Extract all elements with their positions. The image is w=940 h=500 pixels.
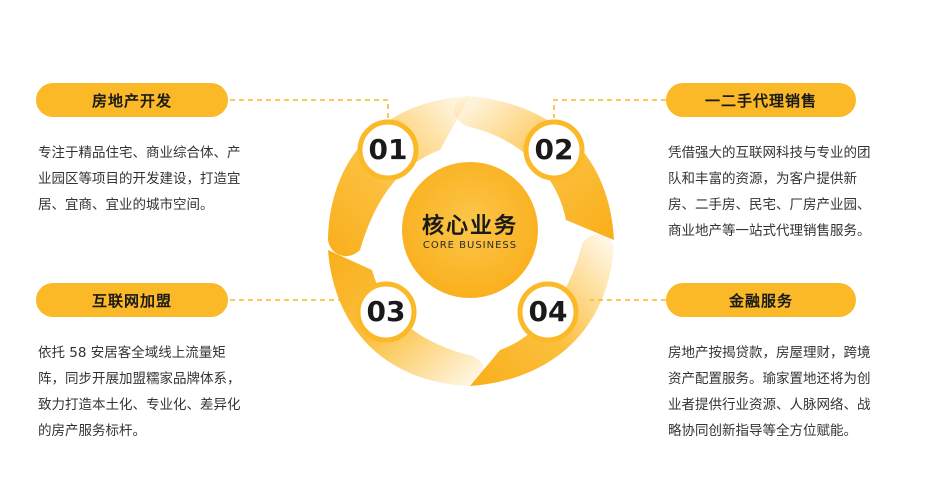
desc-line: 业园区等项目的开发建设，打造宜 [38,171,241,187]
desc-line: 房地产按揭贷款，房屋理财，跨境 [668,345,871,361]
center-subtitle: CORE BUSINESS [422,240,518,251]
desc-agency-sales: 凭借强大的互联网科技与专业的团 队和丰富的资源，为客户提供新 房、二手房、民宅、… [668,140,871,244]
desc-line: 凭借强大的互联网科技与专业的团 [668,145,871,161]
title-internet-franchise: 互联网加盟 [36,283,228,317]
title-financial-services: 金融服务 [666,283,856,317]
desc-line: 的房产服务标杆。 [38,423,146,439]
number-circle-03 [355,281,417,343]
desc-line: 阵，同步开展加盟糯家品牌体系， [38,371,241,387]
desc-line: 略协同创新指导等全方位赋能。 [668,423,857,439]
petal-03 [328,250,484,386]
connector-02 [553,99,666,118]
number-03: 03 [366,295,406,328]
title-agency-sales: 一二手代理销售 [666,83,856,117]
desc-line: 致力打造本土化、专业化、差异化 [38,397,241,413]
center-circle [402,162,538,298]
desc-line: 居、宜商、宜业的城市空间。 [38,197,214,213]
desc-line: 依托 58 安居客全域线上流量矩 [38,345,226,361]
center-title: 核心业务 [421,214,518,239]
desc-financial-services: 房地产按揭贷款，房屋理财，跨境 资产配置服务。瑜家置地还将为创 业者提供行业资源… [668,340,871,444]
petal-02 [454,96,614,240]
number-circle-04 [517,281,579,343]
number-circle-02 [523,119,585,181]
desc-real-estate-development: 专注于精品住宅、商业综合体、产 业园区等项目的开发建设，打造宜 居、宜商、宜业的… [38,140,241,218]
petal-04 [470,234,614,386]
desc-line: 房、二手房、民宅、厂房产业园、 [668,197,871,213]
desc-line: 商业地产等一站式代理销售服务。 [668,223,871,239]
number-circle-01 [357,119,419,181]
desc-line: 业者提供行业资源、人脉网络、战 [668,397,871,413]
number-01: 01 [368,133,408,166]
connector-01 [230,99,389,118]
desc-internet-franchise: 依托 58 安居客全域线上流量矩 阵，同步开展加盟糯家品牌体系， 致力打造本土化… [38,340,241,444]
desc-line: 队和丰富的资源，为客户提供新 [668,171,857,187]
title-real-estate-development: 房地产开发 [36,83,228,117]
number-02: 02 [534,133,574,166]
desc-line: 专注于精品住宅、商业综合体、产 [38,145,241,161]
number-04: 04 [528,295,568,328]
desc-line: 资产配置服务。瑜家置地还将为创 [668,371,871,387]
